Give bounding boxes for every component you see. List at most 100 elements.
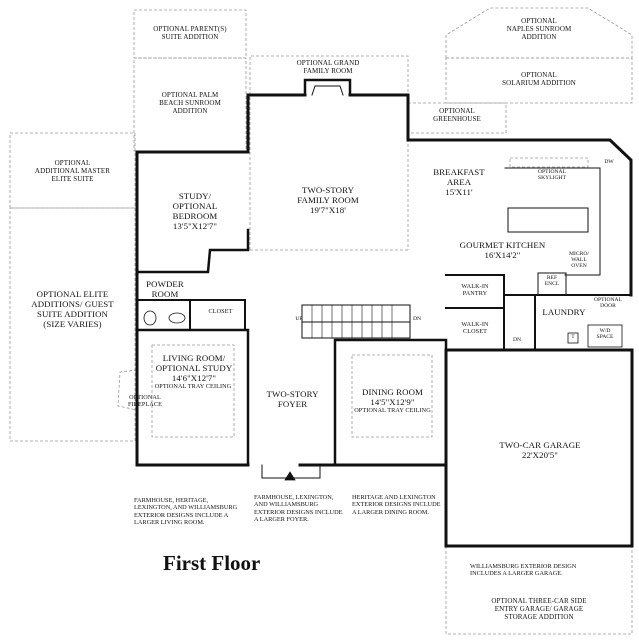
dn-stairs-text: DN bbox=[412, 316, 422, 322]
kitchen-text: GOURMET KITCHEN 16'X14'2" bbox=[459, 240, 546, 260]
stair-treads bbox=[311, 305, 393, 338]
label-wd: W/D SPACE bbox=[588, 328, 622, 341]
pantry-text: WALK-IN PANTRY bbox=[461, 283, 489, 297]
page-title: First Floor bbox=[163, 551, 260, 576]
note-foyer: FARMHOUSE, LEXINGTON, AND WILLIAMSBURG E… bbox=[254, 494, 343, 524]
label-kitchen: GOURMET KITCHEN 16'X14'2" bbox=[455, 240, 550, 261]
three-car-text: OPTIONAL THREE-CAR SIDE ENTRY GARAGE/ GA… bbox=[491, 597, 587, 621]
entry-arrow bbox=[284, 471, 296, 481]
kitchen-ref bbox=[537, 272, 567, 296]
dining-walls bbox=[333, 338, 448, 467]
label-micro: MICRO/ WALL OVEN bbox=[560, 251, 598, 270]
label-three-car: OPTIONAL THREE-CAR SIDE ENTRY GARAGE/ GA… bbox=[446, 597, 632, 621]
wall-left bbox=[135, 150, 250, 467]
label-living: LIVING ROOM/ OPTIONAL STUDY 14'6"X12'7" bbox=[148, 353, 240, 384]
label-powder: POWDER ROOM bbox=[140, 279, 190, 300]
powder-toilet bbox=[143, 310, 157, 326]
elite-additions-outline bbox=[9, 207, 136, 442]
label-pantry: WALK-IN PANTRY bbox=[447, 283, 503, 298]
up-text: UP bbox=[295, 316, 303, 322]
master-elite-text: OPTIONAL ADDITIONAL MASTER ELITE SUITE bbox=[34, 159, 111, 183]
study-text: STUDY/ OPTIONAL BEDROOM 13'5"X12'7" bbox=[172, 191, 218, 231]
label-garage: TWO-CAR GARAGE 22'X20'5" bbox=[480, 440, 600, 461]
living-tray-outline bbox=[151, 344, 235, 438]
grand-family-text: OPTIONAL GRAND FAMILY ROOM bbox=[296, 59, 360, 75]
note-garage-text: WILLIAMSBURG EXTERIOR DESIGN INCLUDES A … bbox=[470, 563, 577, 578]
palm-beach-text: OPTIONAL PALM BEACH SUNROOM ADDITION bbox=[159, 91, 221, 115]
label-dn-stairs: DN bbox=[410, 316, 424, 323]
label-ref: REF ENCL bbox=[538, 275, 566, 288]
label-palm-beach: OPTIONAL PALM BEACH SUNROOM ADDITION bbox=[134, 91, 246, 115]
wd-box bbox=[587, 324, 623, 348]
closet-text: CLOSET bbox=[208, 308, 233, 315]
greenhouse-text: OPTIONAL GREENHOUSE bbox=[433, 107, 481, 123]
grand-family-outline bbox=[249, 55, 409, 250]
parents-suite-text: OPTIONAL PARENT(S) SUITE ADDITION bbox=[153, 25, 227, 41]
label-grand-family: OPTIONAL GRAND FAMILY ROOM bbox=[268, 59, 388, 76]
dining-tray-outline bbox=[351, 354, 433, 438]
label-up: UP bbox=[292, 316, 306, 323]
note-living-text: FARMHOUSE, HERITAGE, LEXINGTON, AND WILL… bbox=[134, 497, 238, 527]
label-dw: DW bbox=[600, 159, 618, 166]
powder-text: POWDER ROOM bbox=[146, 279, 184, 299]
ref-text: REF ENCL bbox=[544, 275, 560, 287]
label-greenhouse: OPTIONAL GREENHOUSE bbox=[408, 107, 506, 124]
family-fireplace-inner bbox=[311, 85, 344, 96]
label-skylight: OPTIONAL SKYLIGHT bbox=[532, 169, 572, 182]
label-optional-door: OPTIONAL DOOR bbox=[586, 297, 630, 310]
label-naples-sunroom: OPTIONAL NAPLES SUNROOM ADDITION bbox=[446, 17, 632, 41]
living-walls bbox=[135, 328, 250, 467]
breakfast-text: BREAKFAST AREA 15'X11' bbox=[433, 167, 485, 197]
walkin-closet-text: WALK-IN CLOSET bbox=[461, 321, 489, 335]
family-room-text: TWO-STORY FAMILY ROOM 19'7"X18' bbox=[297, 185, 359, 215]
t-text: T bbox=[571, 334, 575, 340]
label-study: STUDY/ OPTIONAL BEDROOM 13'5"X12'7" bbox=[150, 191, 240, 231]
label-walkin-closet: WALK-IN CLOSET bbox=[447, 321, 503, 336]
micro-text: MICRO/ WALL OVEN bbox=[569, 251, 589, 269]
family-fireplace bbox=[303, 78, 352, 97]
kitchen-island bbox=[507, 207, 589, 233]
dining-tray-text: OPTIONAL TRAY CEILING bbox=[354, 407, 431, 414]
label-closet: CLOSET bbox=[198, 308, 243, 316]
solarium-outline bbox=[445, 57, 633, 104]
fixtures-shapes bbox=[143, 310, 623, 481]
label-foyer: TWO-STORY FOYER bbox=[255, 389, 330, 410]
living-text: LIVING ROOM/ OPTIONAL STUDY 14'6"X12'7" bbox=[155, 353, 233, 383]
fireplace-outline bbox=[117, 369, 138, 411]
note-dining-text: HERITAGE AND LEXINGTON EXTERIOR DESIGNS … bbox=[352, 494, 441, 516]
label-living-tray: OPTIONAL TRAY CEILING bbox=[152, 383, 234, 391]
note-living: FARMHOUSE, HERITAGE, LEXINGTON, AND WILL… bbox=[134, 497, 237, 527]
dw-text: DW bbox=[604, 159, 614, 165]
label-fireplace: OPTIONAL FIREPLACE bbox=[115, 394, 175, 409]
walls bbox=[135, 78, 634, 548]
label-family-room: TWO-STORY FAMILY ROOM 19'7"X18' bbox=[268, 185, 388, 216]
garage-wall bbox=[444, 348, 634, 548]
solarium-text: OPTIONAL SOLARIUM ADDITION bbox=[502, 71, 576, 87]
wall-top-left bbox=[135, 93, 307, 154]
note-dining: HERITAGE AND LEXINGTON EXTERIOR DESIGNS … bbox=[352, 494, 441, 516]
wall-top-right bbox=[348, 93, 633, 297]
dining-text: DINING ROOM 14'5"X12'9" bbox=[362, 387, 423, 407]
pantry-walls bbox=[445, 274, 505, 351]
wd-text: W/D SPACE bbox=[596, 328, 614, 340]
naples-text: OPTIONAL NAPLES SUNROOM ADDITION bbox=[506, 17, 572, 41]
skylight-outline bbox=[509, 157, 589, 168]
fireplace-text: OPTIONAL FIREPLACE bbox=[128, 394, 162, 408]
study-walls bbox=[135, 228, 250, 274]
label-dining: DINING ROOM 14'5"X12'9" bbox=[345, 387, 440, 408]
skylight-text: OPTIONAL SKYLIGHT bbox=[538, 169, 566, 181]
note-garage: WILLIAMSBURG EXTERIOR DESIGN INCLUDES A … bbox=[470, 563, 576, 578]
note-foyer-text: FARMHOUSE, LEXINGTON, AND WILLIAMSBURG E… bbox=[254, 494, 343, 524]
label-dn-garage: DN bbox=[510, 337, 524, 344]
dn-garage-text: DN bbox=[512, 337, 522, 343]
elite-additions-text: OPTIONAL ELITE ADDITIONS/ GUEST SUITE AD… bbox=[31, 289, 114, 329]
label-parents-suite: OPTIONAL PARENT(S) SUITE ADDITION bbox=[134, 25, 246, 42]
garage-text: TWO-CAR GARAGE 22'X20'5" bbox=[499, 440, 581, 460]
label-elite-additions: OPTIONAL ELITE ADDITIONS/ GUEST SUITE AD… bbox=[10, 289, 135, 329]
page-title-text: First Floor bbox=[163, 551, 261, 575]
optional-door-text: OPTIONAL DOOR bbox=[594, 297, 622, 309]
label-dining-tray: OPTIONAL TRAY CEILING bbox=[345, 407, 440, 415]
laundry-text: LAUNDRY bbox=[542, 307, 586, 317]
label-solarium: OPTIONAL SOLARIUM ADDITION bbox=[446, 71, 632, 88]
